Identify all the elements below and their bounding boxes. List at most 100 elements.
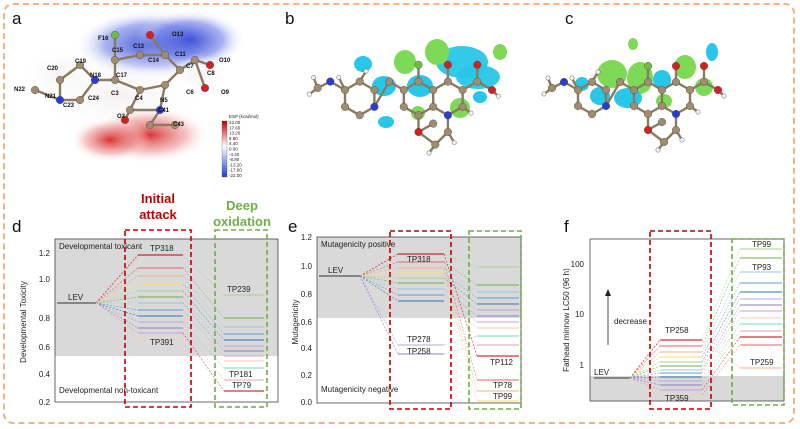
esp-legend-value: -22.00 (229, 173, 242, 178)
tp-label-e: TP99 (493, 392, 513, 401)
tp-label-f: TP359 (665, 394, 689, 403)
panel-f-label: f (564, 217, 569, 236)
atom-sphere (326, 77, 335, 86)
atom-sphere (135, 51, 144, 60)
atom-sphere (695, 109, 701, 115)
atom-label: N18 (90, 73, 102, 79)
atom-label: C14 (148, 58, 160, 64)
esp-legend: ESP (kcal/mol) 22.0017.6013.208.804.400.… (221, 114, 259, 178)
transition-line (182, 302, 225, 352)
atom-label: C17 (116, 73, 128, 79)
atom-sphere (541, 91, 547, 97)
transition-line (701, 330, 741, 386)
atom-label: O13 (172, 32, 184, 38)
transition-line (701, 336, 741, 391)
transition-line (182, 315, 225, 362)
atom-sphere (145, 120, 154, 129)
atom-sphere (658, 85, 667, 94)
panel-a: a F16 C15 C13 O13 C19 C14 C11 C20 N18 C1… (12, 9, 259, 178)
atom-label: N21 (45, 94, 57, 100)
atom-sphere (700, 62, 709, 71)
tp-label-d: TP181 (229, 370, 253, 379)
atom-sphere (630, 101, 639, 110)
atom-sphere (714, 85, 723, 94)
atom-sphere (426, 150, 432, 156)
atom-sphere (125, 105, 134, 114)
atom-sphere (306, 91, 312, 97)
panel-c: c (541, 9, 727, 153)
axis-e-ticks: 1.2 1.0 0.8 0.6 0.4 0.2 0.0 (301, 233, 313, 407)
esp-surface (20, 10, 245, 163)
atom-label: C7 (186, 64, 194, 70)
deep-oxidation-box-f (731, 238, 785, 406)
atom-sphere (431, 140, 440, 149)
transition-line (629, 345, 661, 379)
atom-sphere (458, 102, 467, 111)
atom-sphere (90, 75, 99, 84)
mutagenicity-negative-text: Mutagenicity negative (321, 385, 399, 394)
y-axis-label-d: Developmental Toxicity (19, 281, 28, 363)
panel-d: d 1.2 1.0 0.8 0.6 0.4 0.2 Developmental … (12, 191, 279, 408)
atom-label: C4 (135, 96, 143, 102)
lumo-isosurface (575, 38, 718, 108)
chart-e-lines (319, 253, 519, 402)
bond (33, 88, 62, 102)
atom-label: C23 (63, 103, 75, 109)
atom-sphere (120, 115, 129, 124)
atom-sphere (569, 75, 575, 81)
deep-oxidation-header-line2: oxidation (213, 214, 271, 229)
atom-sphere (700, 77, 709, 86)
bond (193, 58, 207, 90)
esp-legend-value: 22.00 (229, 120, 241, 125)
tick-e: 0.0 (301, 398, 313, 407)
esp-atom-labels: F16 C15 C13 O13 C19 C14 C11 C20 N18 C17 … (14, 32, 231, 128)
transition-line (701, 304, 741, 371)
transition-line (95, 296, 139, 304)
tp-label-f: TP259 (750, 358, 774, 367)
panel-e: e 1.2 1.0 0.8 0.6 0.4 0.2 0.0 Mutagenici… (288, 217, 522, 410)
tick-d: 0.6 (39, 343, 51, 352)
atom-sphere (370, 102, 379, 111)
bond (138, 83, 167, 92)
atom-sphere (363, 68, 369, 74)
tp-label-f: TP258 (665, 326, 689, 335)
y-axis-label-e: Mutagenicity (291, 300, 300, 345)
initial-attack-box-e (389, 230, 452, 410)
tick-f: 100 (571, 260, 585, 269)
atom-label: C43 (173, 122, 185, 128)
atom-label: C11 (175, 52, 186, 58)
esp-legend-value: -8.80 (229, 157, 240, 162)
tick-e: 1.0 (301, 262, 313, 271)
atom-sphere (588, 77, 597, 86)
transition-line (701, 317, 741, 378)
transition-line (95, 254, 139, 304)
transition-line (359, 275, 399, 296)
atom-sphere (355, 111, 364, 120)
atom-sphere (443, 77, 452, 86)
tp-label-d: TP239 (227, 285, 251, 294)
atom-sphere (311, 75, 316, 80)
atom-sphere (160, 80, 169, 89)
tp-label-f: TP93 (752, 263, 772, 272)
tick-e: 0.8 (301, 290, 313, 299)
atom-sphere (110, 56, 119, 65)
atom-label: C24 (88, 96, 100, 102)
atom-sphere (175, 65, 184, 74)
transition-line (95, 267, 139, 304)
esp-legend-value: 4.40 (229, 141, 238, 146)
transition-line (629, 377, 661, 382)
transition-line (443, 272, 478, 402)
bond (604, 80, 622, 108)
atom-label: C13 (133, 44, 145, 50)
atom-sphere (721, 93, 727, 99)
plot-area-d (54, 238, 279, 403)
tp-label-e: TP318 (407, 255, 431, 264)
atom-sphere (443, 127, 452, 136)
atom-sphere (443, 60, 452, 69)
atom-label: C3 (111, 91, 119, 97)
panel-e-label: e (288, 217, 297, 236)
chart-f-lines (594, 248, 782, 396)
atom-label: N22 (14, 87, 26, 93)
atom-sphere (75, 95, 84, 104)
